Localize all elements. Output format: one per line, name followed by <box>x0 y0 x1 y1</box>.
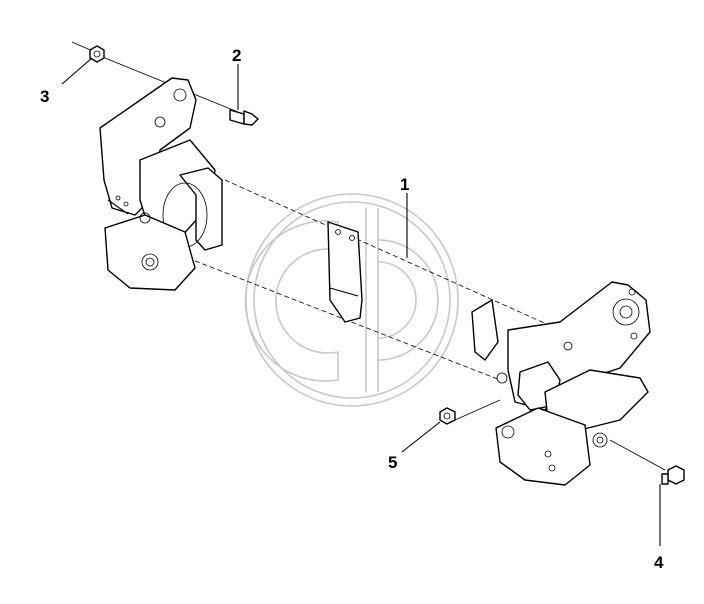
nut-5 <box>439 407 456 425</box>
callout-1: 1 <box>400 175 409 194</box>
nut-3 <box>89 45 105 63</box>
center-plate <box>327 221 363 323</box>
bolt-2 <box>229 109 259 126</box>
callout-2: 2 <box>232 46 241 65</box>
callout-3: 3 <box>40 87 49 106</box>
right-bracket <box>471 281 651 486</box>
callout-5: 5 <box>388 453 397 472</box>
logo-watermark <box>244 193 459 407</box>
leader-lines <box>61 57 661 546</box>
bolt-4 <box>661 465 685 485</box>
left-bracket <box>99 77 223 291</box>
callout-4: 4 <box>654 553 664 572</box>
